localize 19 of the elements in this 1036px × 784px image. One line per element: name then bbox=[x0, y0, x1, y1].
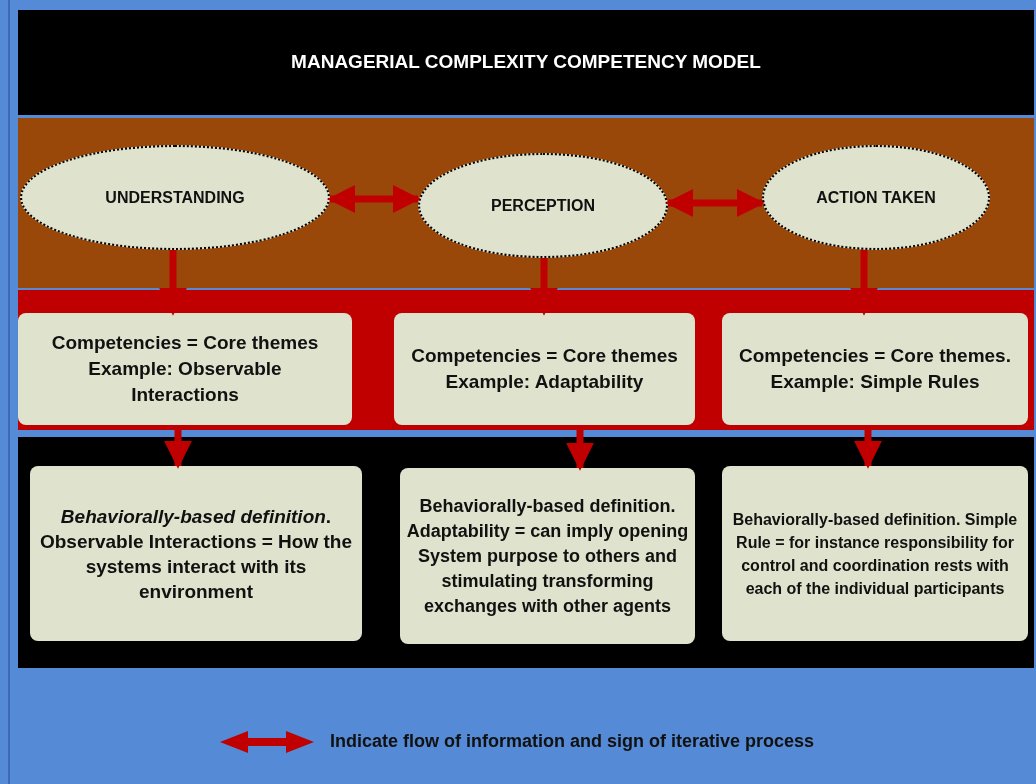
stage-ellipse: ACTION TAKEN bbox=[762, 145, 990, 250]
arrow bbox=[327, 185, 421, 213]
arrow bbox=[530, 258, 558, 316]
band-panel bbox=[18, 118, 1034, 288]
arrow bbox=[665, 189, 765, 217]
arrow bbox=[850, 250, 878, 316]
stage-ellipse: UNDERSTANDING bbox=[20, 145, 330, 250]
band-panel bbox=[18, 437, 1034, 668]
stage-ellipse: PERCEPTION bbox=[418, 153, 668, 258]
text-box: Competencies = Core themes Example: Adaptability bbox=[394, 313, 695, 425]
text-box: Competencies = Core themes Example: Observable Interactions bbox=[18, 313, 352, 425]
legend-text: Indicate flow of information and sign of iterative process bbox=[330, 730, 815, 753]
text-box: Behaviorally-based definition. Observable Interactions = How the systems interact with its environment bbox=[30, 466, 362, 641]
title: MANAGERIAL COMPLEXITY COMPETENCY MODEL bbox=[291, 50, 761, 75]
text-box: Behaviorally-based definition. Adaptability = can imply opening System purpose to others and stimulating transforming exchanges with other agents bbox=[400, 468, 695, 644]
text-box: Behaviorally-based definition. Simple Rule = for instance responsibility for control and coordination rests with each of the individual participants bbox=[722, 466, 1028, 641]
band-panel bbox=[18, 290, 1034, 430]
text-box: Competencies = Core themes. Example: Simple Rules bbox=[722, 313, 1028, 425]
arrow bbox=[159, 250, 187, 316]
